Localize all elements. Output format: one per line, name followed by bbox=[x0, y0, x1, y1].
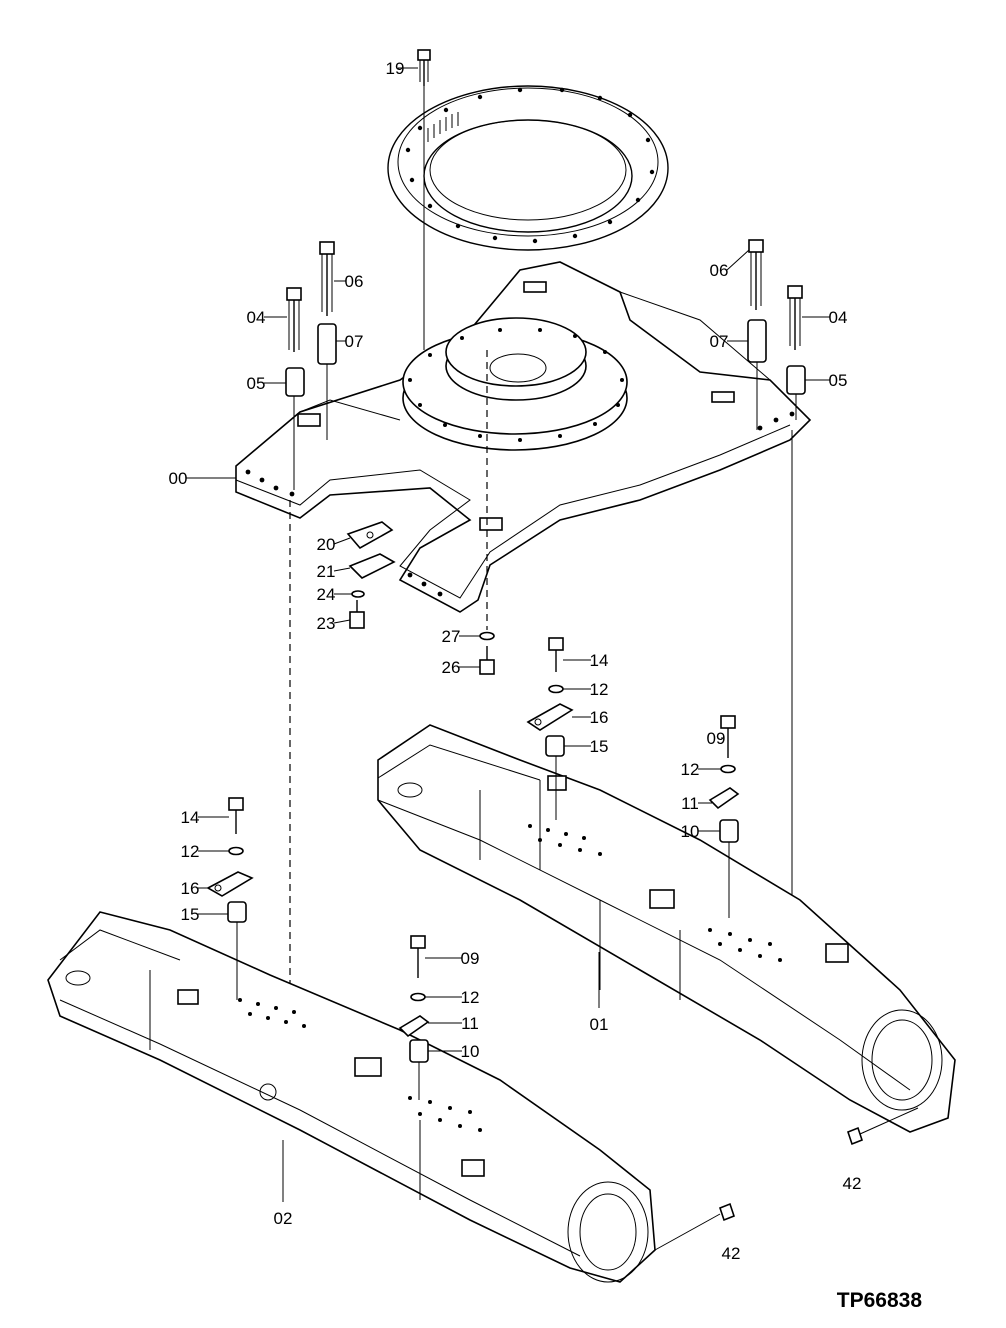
callout-12: 12 bbox=[461, 988, 480, 1007]
spacer-10-left bbox=[409, 1039, 429, 1063]
callout-15: 15 bbox=[181, 905, 200, 924]
callout-09: 09 bbox=[707, 729, 726, 748]
callout-05: 05 bbox=[247, 374, 266, 393]
bolt-26 bbox=[479, 646, 495, 675]
callout-11: 11 bbox=[461, 1014, 479, 1033]
fitting-42-right bbox=[847, 1126, 863, 1146]
drawing-code: TP66838 bbox=[837, 1289, 923, 1312]
washer-12-left-a bbox=[228, 846, 244, 856]
bolt-23 bbox=[349, 600, 365, 629]
callout-10: 10 bbox=[681, 822, 700, 841]
callout-07: 07 bbox=[710, 332, 729, 351]
center-frame bbox=[235, 261, 812, 613]
washer-12-left-b bbox=[410, 992, 426, 1002]
bolt-14-right bbox=[548, 637, 564, 672]
callout-16: 16 bbox=[181, 879, 200, 898]
spacer-15-left bbox=[227, 901, 247, 923]
washer-12-right-a bbox=[548, 684, 564, 694]
callout-24: 24 bbox=[317, 585, 336, 604]
callout-23: 23 bbox=[317, 614, 336, 633]
block-11-right bbox=[708, 787, 740, 810]
bolt-06-right bbox=[748, 239, 764, 310]
spacer-05-right bbox=[786, 365, 806, 395]
callout-14: 14 bbox=[181, 808, 200, 827]
spacer-07-right bbox=[747, 319, 767, 363]
washer-27 bbox=[479, 631, 495, 641]
callout-12: 12 bbox=[590, 680, 609, 699]
bolt-09-right bbox=[720, 715, 736, 758]
bolt-06-left bbox=[319, 241, 335, 316]
cover-plate-21 bbox=[348, 553, 396, 579]
callout-labels: 19 06 04 07 05 00 20 21 24 23 27 26 06 04 07 05 14 12 16 15… bbox=[169, 59, 862, 1263]
cover-plate-20 bbox=[346, 521, 394, 550]
callout-00: 00 bbox=[169, 469, 188, 488]
spacer-05-left bbox=[285, 367, 305, 397]
callout-14: 14 bbox=[590, 651, 609, 670]
callout-02: 02 bbox=[274, 1209, 293, 1228]
callout-19: 19 bbox=[386, 59, 405, 78]
block-11-left bbox=[398, 1015, 430, 1038]
callout-16: 16 bbox=[590, 708, 609, 727]
callout-05: 05 bbox=[829, 371, 848, 390]
callout-06: 06 bbox=[345, 272, 364, 291]
bolt-19 bbox=[417, 49, 431, 86]
callout-15: 15 bbox=[590, 737, 609, 756]
washer-24 bbox=[351, 590, 365, 598]
spacer-07-left bbox=[317, 323, 337, 365]
plate-16-right bbox=[526, 703, 574, 731]
side-frame-02 bbox=[47, 911, 656, 1283]
callout-27: 27 bbox=[442, 627, 461, 646]
bolt-04-left bbox=[286, 287, 302, 352]
callout-26: 26 bbox=[442, 658, 461, 677]
swing-bearing-ring bbox=[387, 85, 669, 251]
washer-12-right-b bbox=[720, 764, 736, 774]
callout-leaders bbox=[186, 67, 830, 1202]
side-frame-01 bbox=[377, 724, 956, 1133]
callout-11: 11 bbox=[681, 794, 699, 813]
fitting-42-left bbox=[719, 1202, 735, 1222]
plate-16-left bbox=[206, 871, 254, 897]
callout-09: 09 bbox=[461, 949, 480, 968]
callout-20: 20 bbox=[317, 535, 336, 554]
spacer-10-right bbox=[719, 819, 739, 843]
callout-07: 07 bbox=[345, 332, 364, 351]
bolt-14-left bbox=[228, 797, 244, 834]
callout-04: 04 bbox=[829, 308, 848, 327]
callout-04: 04 bbox=[247, 308, 266, 327]
spacer-15-right bbox=[545, 735, 565, 757]
callout-10: 10 bbox=[461, 1042, 480, 1061]
callout-42: 42 bbox=[722, 1244, 741, 1263]
callout-01: 01 bbox=[590, 1015, 609, 1034]
callout-12: 12 bbox=[181, 842, 200, 861]
callout-21: 21 bbox=[317, 562, 336, 581]
callout-06: 06 bbox=[710, 261, 729, 280]
bolt-09-left bbox=[410, 935, 426, 978]
callout-12: 12 bbox=[681, 760, 700, 779]
callout-42: 42 bbox=[843, 1174, 862, 1193]
bolt-04-right bbox=[787, 285, 803, 350]
